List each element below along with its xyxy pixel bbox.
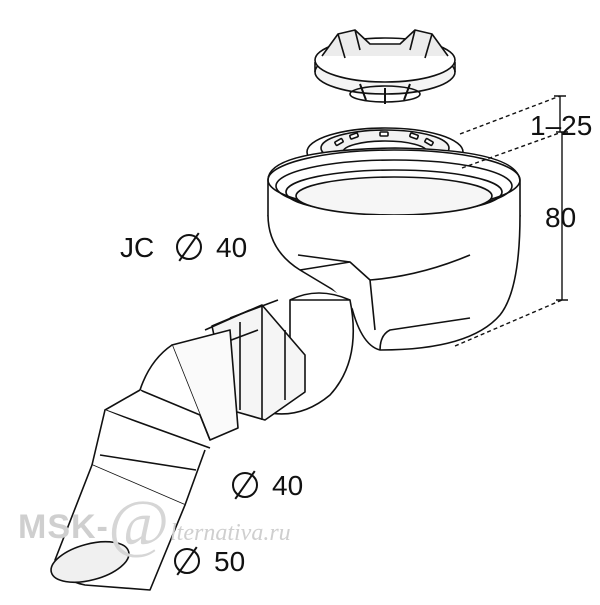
outlet-label-value: 40 [216, 232, 248, 263]
watermark-suffix: lternativa.ru [170, 520, 291, 546]
outlet-label-prefix: JC [120, 232, 155, 263]
height-range-label: 1–25 [530, 110, 593, 141]
diameter-symbol-icon [174, 548, 200, 574]
height-dimension [454, 95, 568, 347]
height-total-label: 80 [545, 202, 577, 233]
cap-knob [314, 29, 456, 104]
watermark-prefix: MSK- [18, 508, 109, 546]
pipe-inner-diameter-label: 40 [232, 472, 303, 500]
siphon-body [267, 147, 521, 351]
pipe-inner-value: 40 [272, 470, 304, 501]
diameter-symbol-icon [232, 472, 258, 498]
watermark-at: @ [108, 487, 169, 560]
outlet-size-label: JC 40 [120, 234, 247, 262]
diameter-symbol-icon [176, 234, 203, 260]
pipe-outer-diameter-label: 50 [174, 548, 245, 576]
outlet-pipe [50, 329, 239, 591]
pipe-outer-value: 50 [214, 546, 246, 577]
